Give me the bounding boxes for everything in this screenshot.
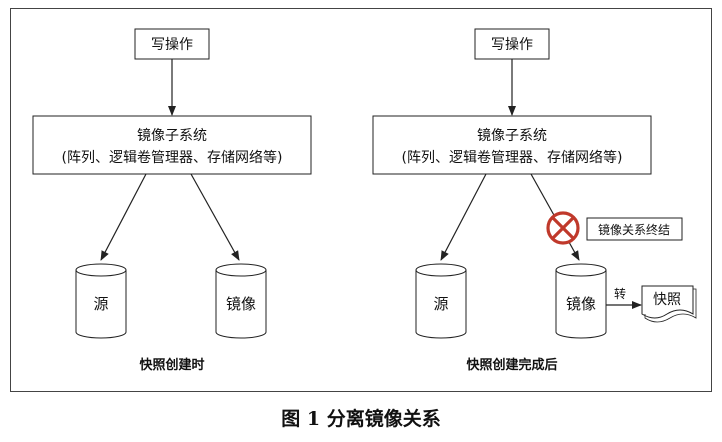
right-disk-source: 源 [415, 263, 467, 339]
snapshot-document: 快照 [641, 285, 697, 323]
left-mirror-title: 镜像子系统 [137, 128, 207, 144]
left-panel: 写操作 镜像子系统 (阵列、逻辑卷管理器、存储网络等) 源 镜像 快照创建时 [32, 28, 312, 373]
terminate-label-box [586, 217, 683, 241]
diagram-frame [10, 8, 712, 392]
right-write-op-box [474, 28, 550, 60]
figure-caption: 图 1 分离镜像关系 [281, 408, 441, 430]
snapshot-label: 快照 [653, 292, 681, 308]
left-disk-mirror-label: 镜像 [226, 295, 256, 313]
left-mirror-detail: (阵列、逻辑卷管理器、存储网络等) [62, 149, 283, 166]
left-write-op-label: 写操作 [151, 37, 193, 53]
right-write-op-label: 写操作 [491, 37, 533, 53]
left-disk-mirror: 镜像 [215, 263, 267, 339]
right-arrow-to-source [440, 173, 487, 261]
prohibited-x-icon [546, 211, 580, 245]
right-panel: 写操作 镜像子系统 (阵列、逻辑卷管理器、存储网络等) 镜像关系终结 源 镜像 [372, 28, 697, 373]
left-arrow-to-mirror [190, 173, 240, 261]
left-disk-source-label: 源 [93, 295, 108, 313]
right-disk-mirror-label: 镜像 [566, 295, 596, 313]
right-disk-mirror: 镜像 [555, 263, 607, 339]
right-mirror-subsystem-box [372, 115, 652, 175]
convert-label: 转 [614, 286, 626, 301]
right-disk-source-label: 源 [433, 295, 448, 313]
terminate-label: 镜像关系终结 [598, 222, 670, 237]
right-panel-caption: 快照创建完成后 [466, 357, 557, 373]
right-mirror-title: 镜像子系统 [477, 128, 547, 144]
left-disk-source: 源 [75, 263, 127, 339]
left-mirror-subsystem-box [32, 115, 312, 175]
right-mirror-detail: (阵列、逻辑卷管理器、存储网络等) [402, 149, 623, 166]
left-arrow-to-source [100, 173, 147, 261]
left-panel-caption: 快照创建时 [139, 357, 204, 373]
